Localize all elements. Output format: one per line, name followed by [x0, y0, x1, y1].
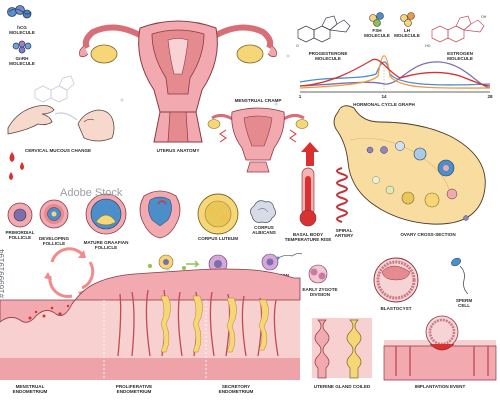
ovary-cross-section-diagram	[333, 105, 486, 225]
svg-text:O: O	[296, 44, 299, 48]
released-oocyte-icon	[208, 254, 228, 274]
cervical-label: CERVICAL MUCOUS CHANGE	[25, 148, 91, 153]
zygote-label-line1: EARLY ZYGOTE	[302, 287, 337, 292]
hcg-label-line1: hCG	[17, 25, 27, 30]
graph-tick-14: 14	[381, 94, 387, 99]
fsh-molecule-icon	[369, 12, 384, 27]
lh-label-line2: MOLECULE	[394, 33, 420, 38]
gnrh-molecule-icon	[12, 40, 32, 54]
albicans-label-line1: CORPUS	[254, 225, 274, 230]
blastocyst-icon	[373, 257, 419, 303]
hand-left-icon	[7, 105, 55, 135]
corpus-albicans-icon	[250, 200, 276, 223]
svg-text:HO: HO	[425, 44, 431, 48]
bbt-label-line2: TEMPERATURE RISE	[285, 237, 332, 242]
arrow-icon	[186, 260, 200, 268]
corpus-luteum-label: CORPUS LUTEUM	[198, 236, 238, 241]
sparkle-icons	[120, 54, 290, 272]
ovulation-oocyte-icon	[148, 254, 186, 270]
uterine-gland-coiled-icon	[312, 318, 372, 379]
primordial-label-line1: PRIMORDIAL	[5, 230, 34, 235]
lh-molecule-icon	[400, 12, 415, 27]
gnrh-label-line1: GnRH	[15, 56, 29, 61]
graph-series-progesterone	[299, 61, 491, 89]
spiral-label-line1: SPIRAL	[336, 228, 353, 233]
feedback-arrowheads	[44, 250, 86, 298]
sperm-label-line1: SPERM	[456, 298, 473, 303]
cramp-label: MENSTRUAL CRAMP	[235, 98, 282, 103]
graph-series-fsh	[299, 61, 491, 86]
graafian-label-line2: FOLLICLE	[95, 245, 117, 250]
feedback-loop-icon	[48, 247, 95, 298]
estrogen-molecule-icon: HO OH	[425, 15, 487, 48]
developing-label-line2: FOLLICLE	[43, 241, 65, 246]
thermometer-icon	[299, 142, 319, 227]
watermark-brand: Adobe Stock	[60, 187, 123, 199]
sperm-label-line2: CELL	[458, 303, 470, 308]
lh-label-line1: LH	[404, 28, 411, 33]
menstrual-endo-label-line2: ENDOMETRIUM	[13, 389, 48, 394]
developing-label-line1: DEVELOPING	[39, 236, 70, 241]
graafian-label-line1: MATURE GRAAFIAN	[84, 240, 130, 245]
ovulating-follicle-icon	[139, 190, 181, 239]
graph-tick-1: 1	[299, 94, 302, 99]
steroid-outline-icon	[34, 75, 75, 103]
hcg-label-line2: MOLECULE	[9, 30, 35, 35]
bbt-label-line1: BASAL BODY	[293, 232, 323, 237]
fsh-label-line2: MOLECULE	[364, 33, 390, 38]
developing-follicle-icon	[39, 199, 69, 229]
gland-label: UTERINE GLAND COILED	[314, 384, 371, 389]
secretory-endo-label-line2: ENDOMETRIUM	[219, 389, 254, 394]
estrogen-label-line1: ESTROGEN	[447, 51, 473, 56]
zygote-icon	[308, 264, 328, 284]
graafian-follicle-icon	[85, 193, 127, 235]
ovary-label: OVARY CROSS-SECTION	[400, 232, 456, 237]
implantation-event-icon	[383, 315, 497, 381]
secretory-endo-label-line1: SECRETORY	[222, 384, 250, 389]
hormone-cycle-graph	[299, 55, 491, 93]
estrogen-label-line2: MOLECULE	[447, 56, 473, 61]
endometrium-strip-diagram	[0, 268, 301, 380]
hcg-molecule-icon	[7, 5, 32, 19]
albicans-label-line2: ALBICANS	[252, 230, 276, 235]
prolif-endo-label-line1: PROLIFERATIVE	[116, 384, 152, 389]
prolif-endo-label-line2: ENDOMETRIUM	[117, 389, 152, 394]
graph-title: HORMONAL CYCLE GRAPH	[353, 102, 415, 107]
gnrh-label-line2: MOLECULE	[9, 61, 35, 66]
spiral-label-line2: ARTERY	[335, 233, 354, 238]
progesterone-label-line2: MOLECULE	[315, 56, 341, 61]
graph-series-lh	[299, 55, 491, 89]
implantation-label: IMPLANTATION EVENT	[415, 384, 466, 389]
uterus-anatomy-diagram	[79, 20, 277, 143]
graph-tick-28: 28	[487, 94, 493, 99]
fsh-label-line1: FSH	[372, 28, 382, 33]
progesterone-label-line1: PROGESTERONE	[309, 51, 348, 56]
fertilization-icon	[261, 252, 303, 271]
corpus-luteum-icon	[197, 193, 239, 235]
progesterone-molecule-icon: O	[296, 15, 351, 48]
spiral-artery-icon	[336, 167, 348, 223]
watermark-id: #1699919194	[0, 249, 6, 298]
menstrual-cramp-diagram	[207, 107, 309, 173]
mucus-strand-icon	[54, 112, 78, 121]
hand-right-icon	[77, 109, 115, 142]
blood-drops-icon	[9, 152, 24, 180]
svg-text:OH: OH	[481, 15, 487, 19]
primordial-follicle-icon	[7, 202, 33, 228]
graph-series-estrogen	[299, 58, 491, 87]
sperm-cell-icon	[451, 257, 469, 295]
blastocyst-label: BLASTOCYST	[380, 306, 411, 311]
uterus-label: UTERUS ANATOMY	[157, 148, 200, 153]
menstrual-endo-label-line1: MENSTRUAL	[16, 384, 45, 389]
primordial-label-line2: FOLLICLE	[9, 235, 31, 240]
zygote-label-line2: DIVISION	[310, 292, 331, 297]
